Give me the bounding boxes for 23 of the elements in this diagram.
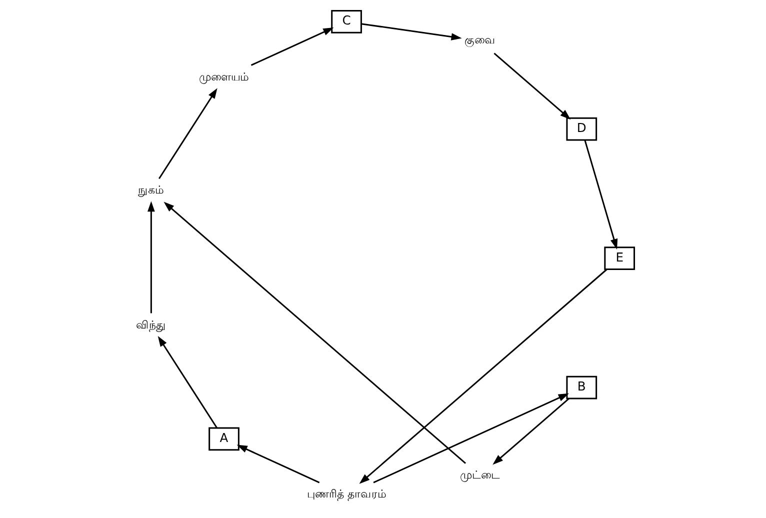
arrow: [158, 336, 218, 428]
node-text: முளையம்: [199, 70, 250, 84]
node-box: D: [566, 117, 598, 141]
node-text: நுகம்: [138, 184, 164, 197]
node-text: முட்டை: [460, 468, 500, 482]
arrow: [164, 202, 466, 464]
node-text: விந்து: [136, 318, 166, 332]
node-box: C: [331, 10, 362, 34]
node-box: A: [208, 427, 240, 451]
arrow: [250, 28, 334, 66]
arrow: [158, 88, 218, 180]
arrow: [584, 140, 618, 250]
node-text: குவை: [464, 33, 496, 46]
arrow: [361, 23, 462, 40]
arrow: [359, 268, 608, 484]
node-box: B: [566, 376, 598, 400]
arrow: [494, 52, 571, 120]
arrow: [148, 201, 155, 314]
arrow: [373, 393, 569, 484]
node-text: புணரித் தாவரம்: [306, 488, 386, 501]
node-box: E: [604, 246, 636, 270]
arrow: [492, 398, 570, 465]
arrow: [236, 444, 320, 484]
